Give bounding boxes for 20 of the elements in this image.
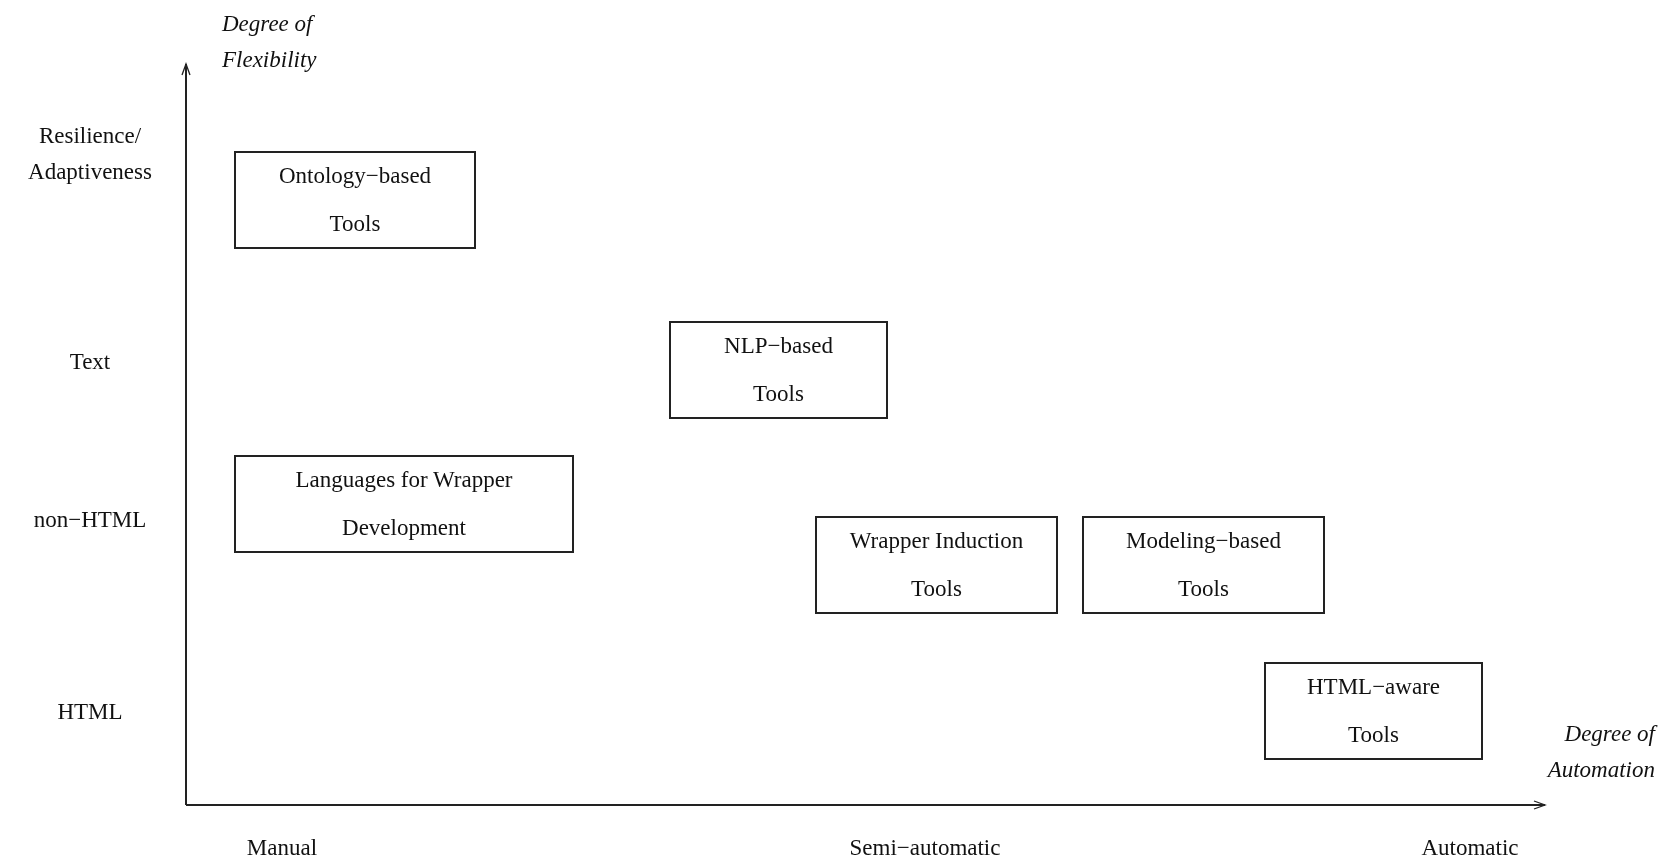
category-box [234, 455, 574, 553]
box-label: NLP−based Tools [723, 332, 834, 408]
category-box [1264, 662, 1483, 760]
box-label: Wrapper Induction Tools [848, 527, 1025, 603]
box-label: HTML−aware Tools [1306, 673, 1441, 749]
axis-tick-label: non−HTML [32, 506, 148, 534]
axis-tick-label: Text [68, 348, 112, 376]
axis-tick-label: Manual [245, 834, 319, 861]
axis-title: Degree of Flexibility [222, 10, 318, 74]
category-box [815, 516, 1058, 614]
axis-tick-label: Automatic [1420, 834, 1520, 861]
category-box [669, 321, 888, 419]
category-box [1082, 516, 1325, 614]
axis-tick-label: HTML [56, 698, 124, 726]
axis-tick-label: Resilience/ Adaptiveness [27, 122, 153, 186]
box-label: Modeling−based Tools [1125, 527, 1282, 603]
box-label: Languages for Wrapper Development [294, 466, 514, 542]
box-label: Ontology−based Tools [277, 162, 433, 238]
category-box [234, 151, 476, 249]
axis-tick-label: Semi−automatic [848, 834, 1002, 861]
